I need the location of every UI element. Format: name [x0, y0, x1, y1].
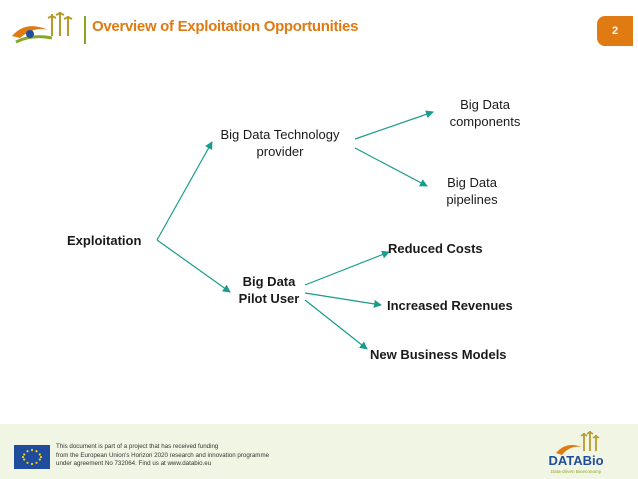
logo-wordmark: DATABio	[548, 453, 603, 468]
node-big-data-components-line-2: components	[449, 114, 521, 129]
node-technology-provider: Big Data Technology provider	[210, 126, 350, 160]
node-big-data-components: Big Data components	[440, 96, 530, 130]
arrow-exploitation-to-provider	[156, 141, 213, 241]
title-divider	[84, 16, 86, 44]
node-big-data-pipelines-line-2: pipelines	[446, 192, 498, 207]
node-technology-provider-line-2: provider	[256, 144, 304, 159]
node-big-data-pipelines-line-1: Big Data	[447, 175, 497, 190]
arrow-provider-to-components	[354, 110, 434, 140]
funding-line-1: This document is part of a project that …	[56, 443, 219, 450]
funding-notice: This document is part of a project that …	[56, 443, 269, 469]
node-pilot-user-line-1: Big Data	[242, 274, 296, 289]
node-technology-provider-line-1: Big Data Technology	[220, 127, 340, 142]
node-new-business-models: New Business Models	[370, 347, 507, 362]
node-pilot-user-line-2: Pilot User	[238, 291, 300, 306]
node-increased-revenues: Increased Revenues	[387, 298, 513, 313]
slide-footer: This document is part of a project that …	[0, 424, 638, 479]
funding-line-2: from the European Union's Horizon 2020 r…	[56, 451, 270, 459]
funding-line-3: under agreement No 732064. Find us at ww…	[56, 460, 212, 467]
page-number-badge: 2	[597, 16, 633, 46]
arrow-pilot-to-reduced-costs	[304, 250, 390, 286]
node-pilot-user: Big Data Pilot User	[230, 273, 308, 307]
arrow-pilot-to-new-business-models	[304, 299, 368, 350]
eu-flag-icon	[14, 445, 50, 469]
slide-header: Overview of Exploitation Opportunities 2	[0, 0, 638, 60]
databio-logo: DATABio Data-driven Bioeconomy	[548, 431, 604, 474]
node-big-data-components-line-1: Big Data	[460, 97, 510, 112]
exploitation-diagram	[156, 110, 434, 350]
node-exploitation: Exploitation	[67, 233, 142, 248]
node-big-data-pipelines: Big Data pipelines	[432, 174, 512, 208]
slide-title: Overview of Exploitation Opportunities	[92, 18, 359, 35]
logo-tagline: Data-driven Bioeconomy	[551, 469, 602, 474]
arrow-pilot-to-increased-revenues	[304, 292, 382, 308]
arrow-provider-to-pipelines	[354, 147, 428, 187]
node-reduced-costs: Reduced Costs	[388, 241, 483, 256]
databio-wheat-logo-icon	[12, 11, 73, 44]
arrow-exploitation-to-pilot	[156, 239, 231, 293]
